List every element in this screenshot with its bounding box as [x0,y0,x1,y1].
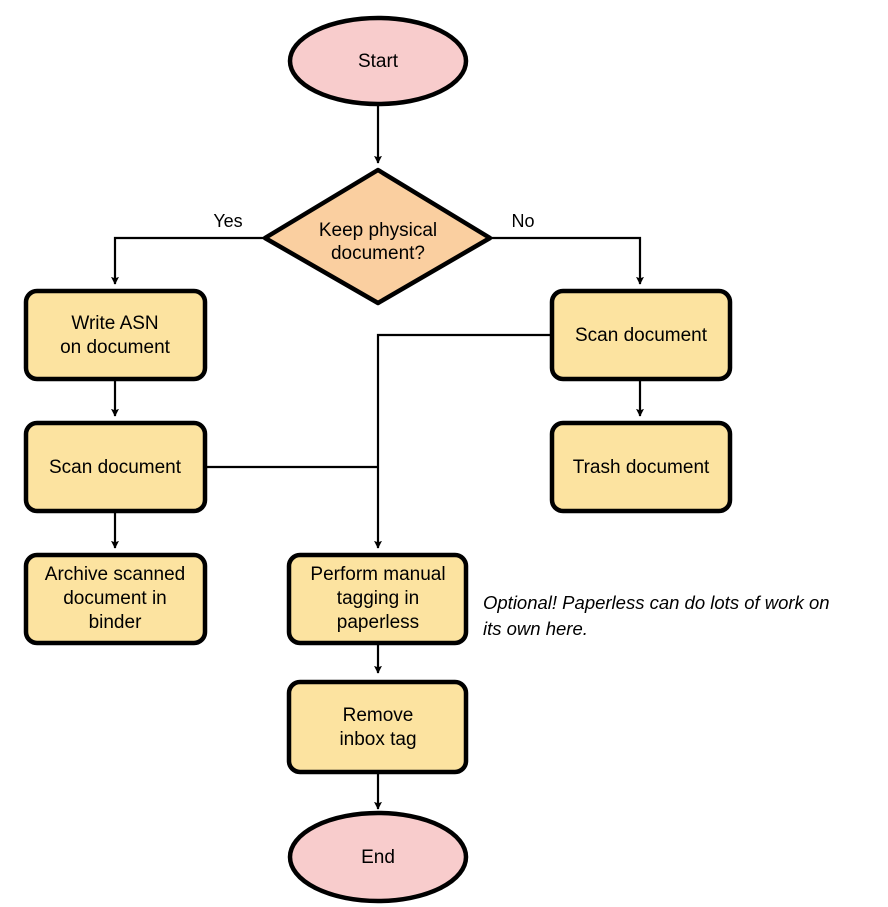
node-write-asn[interactable]: Write ASN on document [23,288,208,382]
decision-diamond[interactable] [262,167,493,306]
optional-note: Optional! Paperless can do lots of work … [483,592,830,639]
tagging-box[interactable] [286,552,469,646]
edge-scan-right-to-tagging [374,333,552,549]
edge-label-yes: Yes [213,211,242,231]
node-keep-physical-document[interactable]: Keep physical document? [262,167,493,306]
remove-inbox-box[interactable] [286,679,469,775]
optional-note-line1: Optional! Paperless can do lots of work … [483,592,830,613]
decision-label-line1: Keep physical [319,220,437,241]
start-label: Start [358,51,399,72]
edge-decision-no-to-scan-right [490,236,644,285]
node-start[interactable]: Start [287,15,469,107]
node-trash-document[interactable]: Trash document [549,420,733,514]
scan-document-left-box[interactable] [23,420,208,514]
optional-note-line2: its own here. [483,618,588,639]
node-archive-scanned-document[interactable]: Archive scanned document in binder [23,552,208,646]
archive-label-line2: document in [63,588,167,609]
edges-layer [111,101,644,810]
edge-decision-yes-to-write-asn [111,236,265,285]
node-scan-document-right[interactable]: Scan document [549,288,733,382]
remove-inbox-label-line2: inbox tag [339,729,416,750]
archive-box[interactable] [23,552,208,646]
node-end[interactable]: End [287,810,469,904]
scan-document-right-label: Scan document [575,325,708,346]
tagging-label-line3: paperless [337,612,419,633]
tagging-label-line2: tagging in [337,588,419,609]
node-remove-inbox-tag[interactable]: Remove inbox tag [286,679,469,775]
write-asn-label-line2: on document [60,337,171,358]
tagging-label-line1: Perform manual [310,564,445,585]
end-label: End [361,847,395,868]
write-asn-box[interactable] [23,288,208,382]
scan-document-left-label: Scan document [49,457,182,478]
scan-document-right-box[interactable] [549,288,733,382]
write-asn-label-line1: Write ASN [71,313,158,334]
archive-label-line3: binder [89,612,142,633]
decision-label-line2: document? [331,243,425,264]
archive-label-line1: Archive scanned [45,564,185,585]
node-scan-document-left[interactable]: Scan document [23,420,208,514]
remove-inbox-label-line1: Remove [343,705,414,726]
trash-document-label: Trash document [573,457,710,478]
node-perform-manual-tagging[interactable]: Perform manual tagging in paperless [286,552,469,646]
start-ellipse[interactable] [287,15,469,107]
trash-document-box[interactable] [549,420,733,514]
end-ellipse[interactable] [287,810,469,904]
edge-label-no: No [511,211,534,231]
